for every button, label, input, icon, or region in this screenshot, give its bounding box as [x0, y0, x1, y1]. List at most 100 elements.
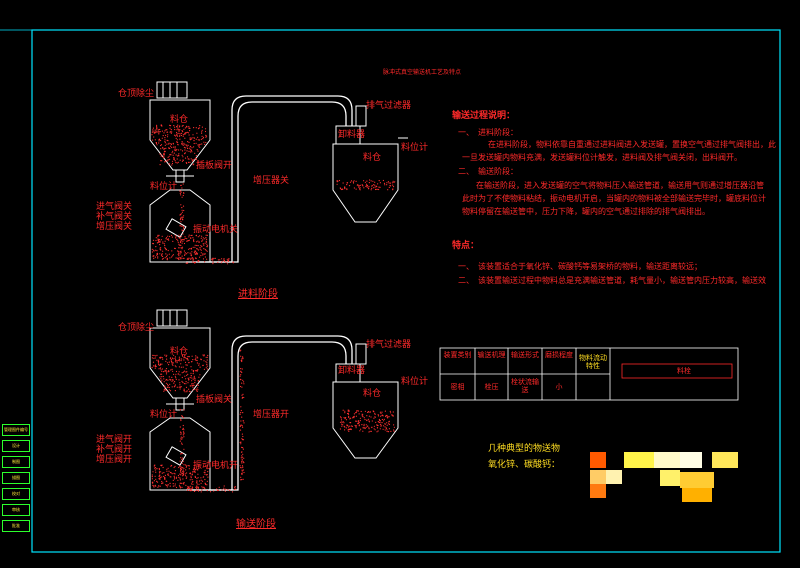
material-particle	[373, 184, 375, 186]
material-particle	[204, 256, 206, 258]
material-particle	[358, 425, 360, 427]
material-particle	[394, 181, 396, 183]
material-particle	[183, 464, 185, 466]
material-particle	[193, 127, 195, 129]
material-particle	[198, 160, 200, 162]
material-particle	[176, 250, 179, 252]
material-particle	[172, 362, 174, 364]
material-particle	[161, 130, 163, 132]
material-particle	[156, 481, 159, 483]
material-particle	[173, 354, 175, 356]
material-particle	[389, 410, 391, 412]
material-particle	[181, 209, 183, 211]
table-header-flow: 物料流动特性	[579, 354, 607, 371]
material-particle	[355, 180, 357, 182]
material-particle	[167, 134, 169, 136]
material-particle	[212, 257, 214, 259]
material-particle	[189, 257, 191, 259]
material-particle	[371, 426, 373, 428]
material-particle	[164, 137, 166, 139]
material-particle	[201, 489, 203, 491]
material-particle	[182, 471, 184, 473]
material-particle	[202, 253, 204, 255]
material-particle	[372, 410, 374, 412]
material-particle	[342, 409, 344, 411]
material-particle	[368, 182, 370, 184]
material-particle	[240, 424, 242, 426]
material-particle	[206, 238, 208, 240]
material-particle	[336, 180, 338, 182]
material-particle	[356, 184, 358, 186]
material-particle	[392, 411, 394, 413]
material-particle	[179, 192, 181, 194]
material-particle	[232, 262, 234, 264]
material-particle	[159, 477, 161, 479]
material-particle	[234, 486, 236, 489]
material-particle	[197, 488, 199, 490]
material-particle	[190, 258, 192, 260]
stage1-label-slide-valve: 插板阀开	[196, 161, 233, 171]
material-particle	[180, 466, 182, 468]
material-particle	[165, 373, 168, 375]
material-particle	[171, 162, 174, 165]
material-particle	[239, 429, 242, 431]
material-particle	[204, 488, 206, 490]
material-particle	[174, 483, 176, 485]
material-particle	[240, 349, 242, 351]
material-particle	[158, 467, 160, 470]
material-particle	[353, 180, 355, 182]
material-particle	[168, 163, 170, 165]
material-particle	[184, 137, 186, 139]
material-particle	[202, 254, 204, 256]
stage2-label-bin: 料仓	[170, 347, 189, 357]
material-particle	[161, 253, 163, 255]
material-particle	[174, 375, 176, 377]
stage2-label-level-gauge: 料位计	[150, 410, 178, 420]
material-particle	[362, 185, 364, 187]
material-particle	[194, 388, 196, 390]
material-particle	[191, 383, 193, 385]
material-particle	[239, 465, 241, 467]
material-particle	[183, 433, 185, 435]
material-particle	[183, 239, 185, 241]
material-particle	[342, 424, 344, 426]
material-particle	[201, 143, 203, 145]
material-particle	[388, 182, 390, 184]
material-particle	[359, 420, 361, 422]
material-particle	[179, 247, 181, 249]
material-particle	[160, 356, 162, 358]
material-particle	[204, 242, 206, 244]
material-particle	[344, 186, 346, 188]
material-particle	[179, 237, 181, 239]
material-particle	[379, 182, 381, 184]
material-particle	[178, 360, 181, 362]
material-particle	[179, 253, 181, 255]
material-particle	[158, 140, 160, 142]
material-particle	[190, 477, 192, 479]
material-particle	[362, 416, 364, 418]
material-particle	[176, 131, 178, 134]
material-particle	[159, 485, 161, 487]
material-particle	[171, 363, 173, 365]
material-particle	[156, 468, 158, 470]
material-particle	[206, 368, 209, 370]
stage1-bin-filter	[156, 81, 188, 99]
material-particle	[358, 186, 360, 188]
material-particle	[378, 186, 380, 188]
material-particle	[174, 146, 176, 148]
material-particle	[179, 374, 181, 376]
material-particle	[191, 490, 193, 492]
material-particle	[203, 354, 205, 356]
material-particle	[160, 369, 162, 371]
material-particle	[195, 234, 197, 236]
material-particle	[162, 466, 164, 469]
material-particle	[193, 467, 195, 469]
material-particle	[190, 150, 192, 152]
material-particle	[157, 129, 160, 131]
material-particle	[366, 415, 368, 417]
material-particle	[184, 149, 186, 151]
material-particle	[344, 410, 346, 412]
material-particle	[198, 146, 200, 148]
material-particle	[161, 472, 163, 474]
material-particle	[174, 384, 176, 386]
